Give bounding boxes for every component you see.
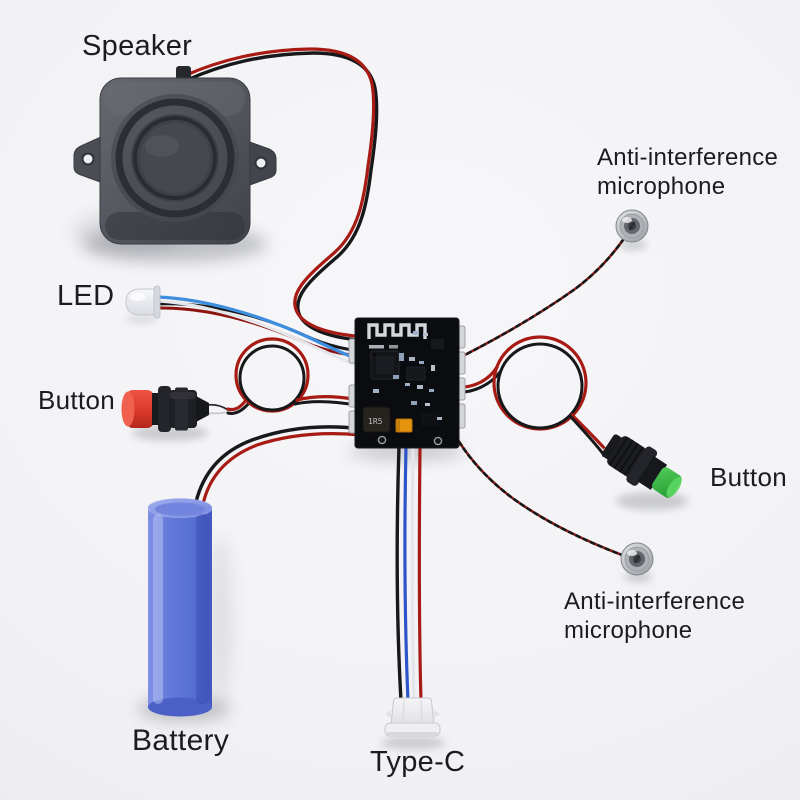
control-board: 1R5 <box>348 317 466 449</box>
type-c-clip-right <box>434 710 440 718</box>
button-right-wire <box>456 335 613 457</box>
microphone-top <box>615 209 649 243</box>
pcb-screw-hole-left <box>377 435 387 445</box>
button-right-flange <box>626 446 658 486</box>
type-c-shell <box>390 697 435 726</box>
speaker-wire-nub <box>176 66 191 80</box>
button-right-terminal-block <box>601 434 623 460</box>
button-left-label: Button <box>38 385 115 415</box>
battery-shade <box>196 514 209 704</box>
button-left-body-glint <box>169 392 196 399</box>
led <box>125 285 161 319</box>
led-label: LED <box>57 280 115 312</box>
battery-wire <box>194 425 364 506</box>
microphone-top-glint <box>622 217 632 223</box>
speaker-wire <box>182 47 379 343</box>
led-glint <box>130 293 146 301</box>
speaker <box>73 66 277 245</box>
speaker-tab-right-hole <box>254 156 268 170</box>
speaker-cone-ring <box>115 98 235 218</box>
microphone-top-label-line1: Anti-interference <box>597 144 779 171</box>
type-c-seams <box>402 699 423 725</box>
microphone-top-slot <box>628 221 636 231</box>
led-flange <box>153 285 161 319</box>
button-right <box>601 434 682 498</box>
button-left-wire <box>207 337 366 415</box>
pcb-ic4 <box>421 413 439 426</box>
pcb-ic3 <box>431 339 444 349</box>
battery-highlight <box>153 514 163 704</box>
speaker-cone-center <box>140 123 210 193</box>
microphone-top-label: Anti-interference microphone <box>597 143 778 201</box>
microphone-bottom-glint <box>627 550 637 556</box>
microphone-top-wire <box>451 232 629 363</box>
button-left-flange <box>158 386 171 432</box>
speaker-label: Speaker <box>82 30 193 62</box>
battery-label: Battery <box>132 724 230 757</box>
led-bulb <box>125 288 158 316</box>
microphone-bottom-label-line1: Anti-interference <box>564 588 746 615</box>
button-left-neck <box>152 393 160 425</box>
pcb-passives <box>373 331 442 420</box>
microphone-top-label-line2: microphone <box>597 173 726 200</box>
type-c-connector <box>384 697 441 737</box>
type-c-wires <box>395 444 423 703</box>
button-left <box>121 386 209 432</box>
type-c-clip-left <box>385 710 391 718</box>
button-right-cap-face <box>666 477 682 498</box>
microphone-bottom-label: Anti-interference microphone <box>564 587 745 645</box>
button-right-knurl <box>609 437 644 475</box>
pcb-main-chip-die <box>376 356 394 374</box>
button-right-label: Button <box>710 462 787 492</box>
speaker-cone-glint <box>145 135 179 157</box>
pcb-silkscreen-mark <box>369 345 384 349</box>
pcb-silkscreen-mark2 <box>389 345 398 349</box>
speaker-body-shade <box>105 212 245 240</box>
pcb-antenna <box>367 323 427 339</box>
microphone-bottom-wire <box>449 426 624 557</box>
battery <box>147 498 213 717</box>
speaker-cone-inner-ring <box>133 116 217 200</box>
microphone-bottom-label-line2: microphone <box>564 617 693 644</box>
battery-bottom <box>148 697 212 717</box>
type-c-label: Type-C <box>370 746 466 778</box>
type-c-flange-edge <box>387 732 438 735</box>
button-right-barrel <box>637 456 668 490</box>
pcb-orange-capacitor-stripe <box>396 419 400 432</box>
wiring <box>155 47 629 703</box>
pcb-screw-hole-right <box>433 436 443 446</box>
button-left-cap-face <box>121 391 135 427</box>
microphone-bottom-slot <box>633 554 641 564</box>
speaker-tab-left-hole <box>81 152 95 166</box>
pcb-marking: 1R5 <box>368 417 383 426</box>
battery-top-inner <box>155 502 205 516</box>
pcb-ic2 <box>406 366 426 381</box>
pcb-inductor <box>362 406 391 433</box>
button-left-tip <box>196 396 209 422</box>
microphone-bottom <box>620 542 654 576</box>
pcb-chip-dot <box>373 353 376 356</box>
